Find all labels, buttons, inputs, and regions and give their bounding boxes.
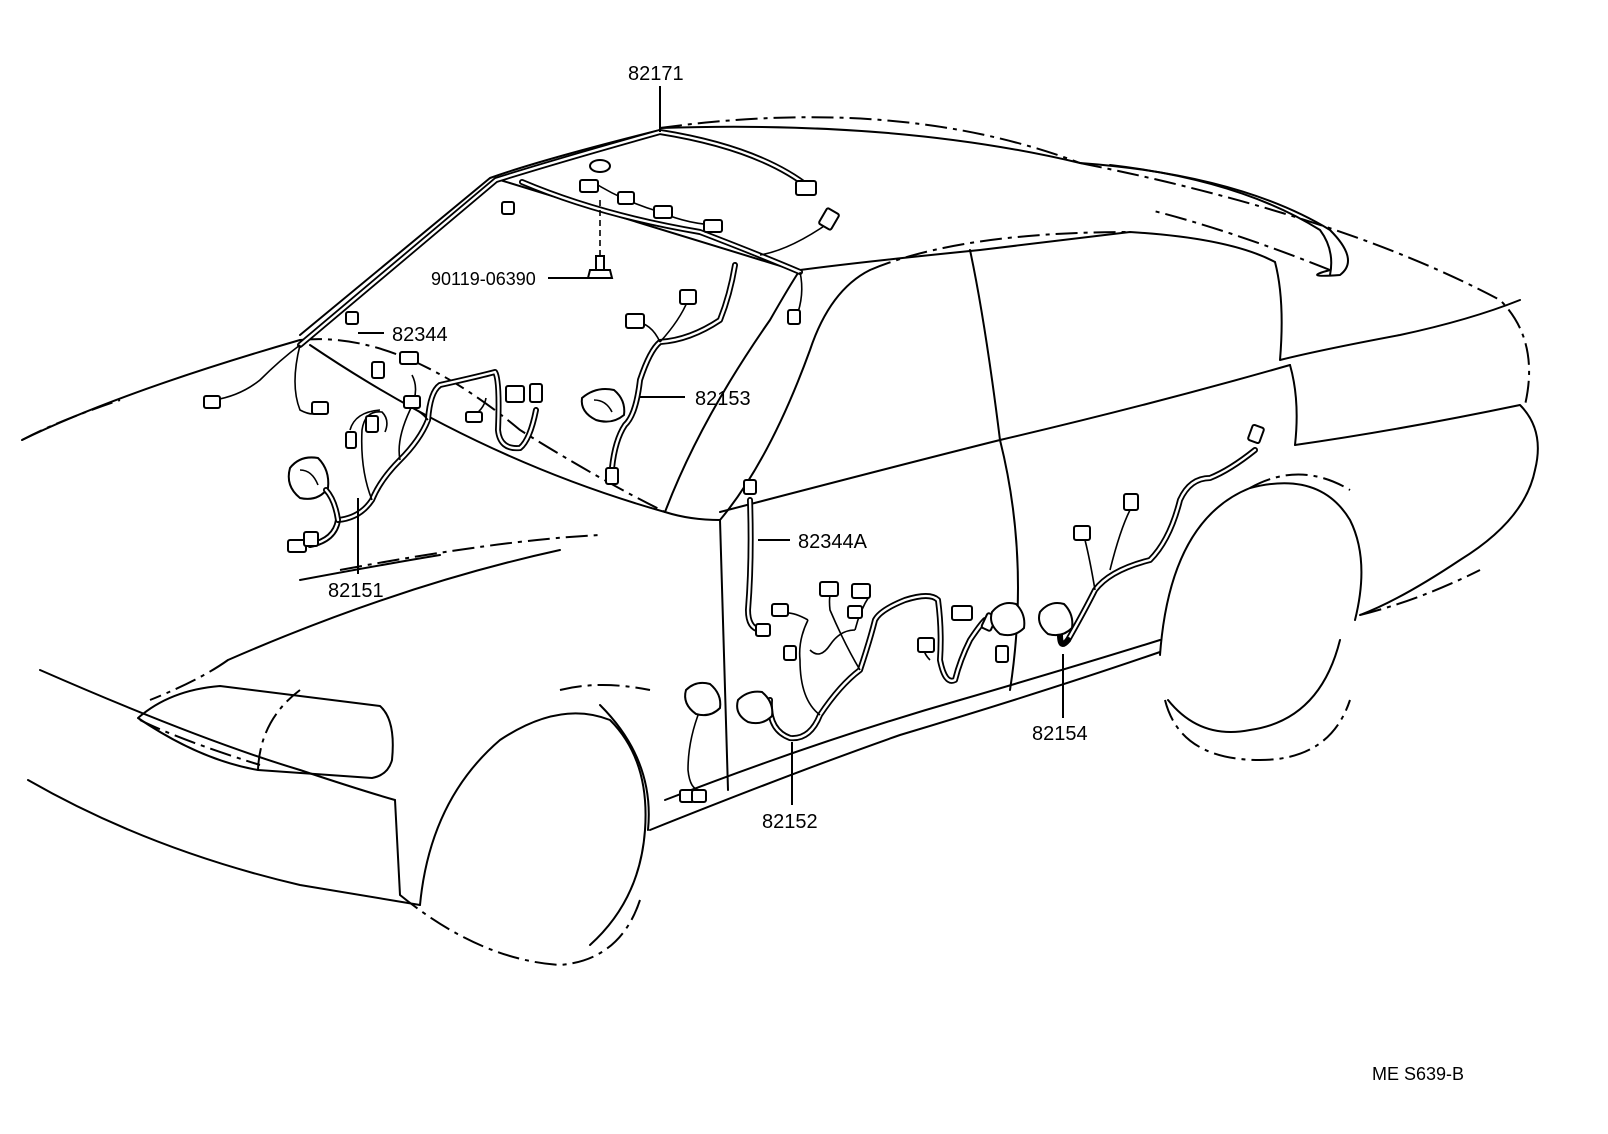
connector (703, 219, 723, 233)
figure-code: ME S639-B (1372, 1064, 1464, 1084)
connector (203, 395, 221, 409)
label-rear-door-harness-a: 82152 (762, 811, 818, 833)
door-grommet (736, 690, 774, 725)
rear-door-harness-a (679, 581, 1026, 803)
connector (1073, 525, 1091, 541)
connector (1123, 493, 1139, 511)
connector (617, 191, 635, 205)
connector (465, 411, 483, 423)
label-rear-door-wire: 82344A (798, 531, 868, 553)
connector (579, 179, 599, 193)
car-body-outline (21, 125, 1539, 946)
label-roof-harness: 82171 (628, 63, 684, 85)
label-front-door-harness-lh: 82151 (328, 580, 384, 602)
connector (743, 479, 757, 495)
connector (345, 311, 359, 325)
connector (951, 605, 973, 621)
connector (691, 789, 707, 803)
connector (403, 395, 421, 409)
door-grommet (990, 602, 1026, 637)
label-rear-door-harness-b: 82154 (1032, 723, 1088, 745)
connector (818, 207, 840, 231)
door-grommet (1038, 602, 1074, 637)
connector (529, 383, 543, 403)
part-number-labels: 82171 90119-06390 82344 82153 82151 8234… (328, 63, 1464, 1084)
connector (345, 431, 357, 449)
connector (679, 289, 697, 305)
front-door-harness-lh (287, 311, 543, 553)
door-grommet (684, 681, 722, 717)
label-clamp-bolt: 90119-06390 (431, 269, 536, 289)
door-grommet (287, 456, 330, 500)
connector (365, 415, 379, 433)
connector (917, 637, 935, 653)
dome-lamp-grommet (589, 159, 611, 173)
rear-door-wire (743, 479, 771, 637)
door-grommet (580, 388, 626, 423)
front-door-harness-rh (580, 262, 738, 485)
clamp-bolt (586, 200, 614, 279)
connector (505, 385, 525, 403)
connector (755, 623, 771, 637)
connector (819, 581, 839, 597)
connector (787, 309, 801, 325)
connector (847, 605, 863, 619)
connector (1247, 423, 1265, 445)
label-front-door-harness-rh: 82153 (695, 388, 751, 410)
connector (995, 645, 1009, 663)
roof-harness (203, 129, 840, 415)
leader-lines (357, 86, 1064, 805)
connector (399, 351, 419, 365)
connector (851, 583, 871, 599)
car-phantom-lines (21, 116, 1531, 967)
rear-door-harness-b (1038, 423, 1265, 647)
connector (303, 531, 319, 547)
connector (795, 180, 817, 196)
connector (653, 205, 673, 219)
connector (783, 645, 797, 661)
connector (605, 467, 619, 485)
connector (371, 361, 385, 379)
connector (625, 313, 645, 329)
connector (501, 201, 515, 215)
label-front-door-wire-lh: 82344 (392, 324, 448, 346)
connector (311, 401, 329, 415)
connector (771, 603, 789, 617)
